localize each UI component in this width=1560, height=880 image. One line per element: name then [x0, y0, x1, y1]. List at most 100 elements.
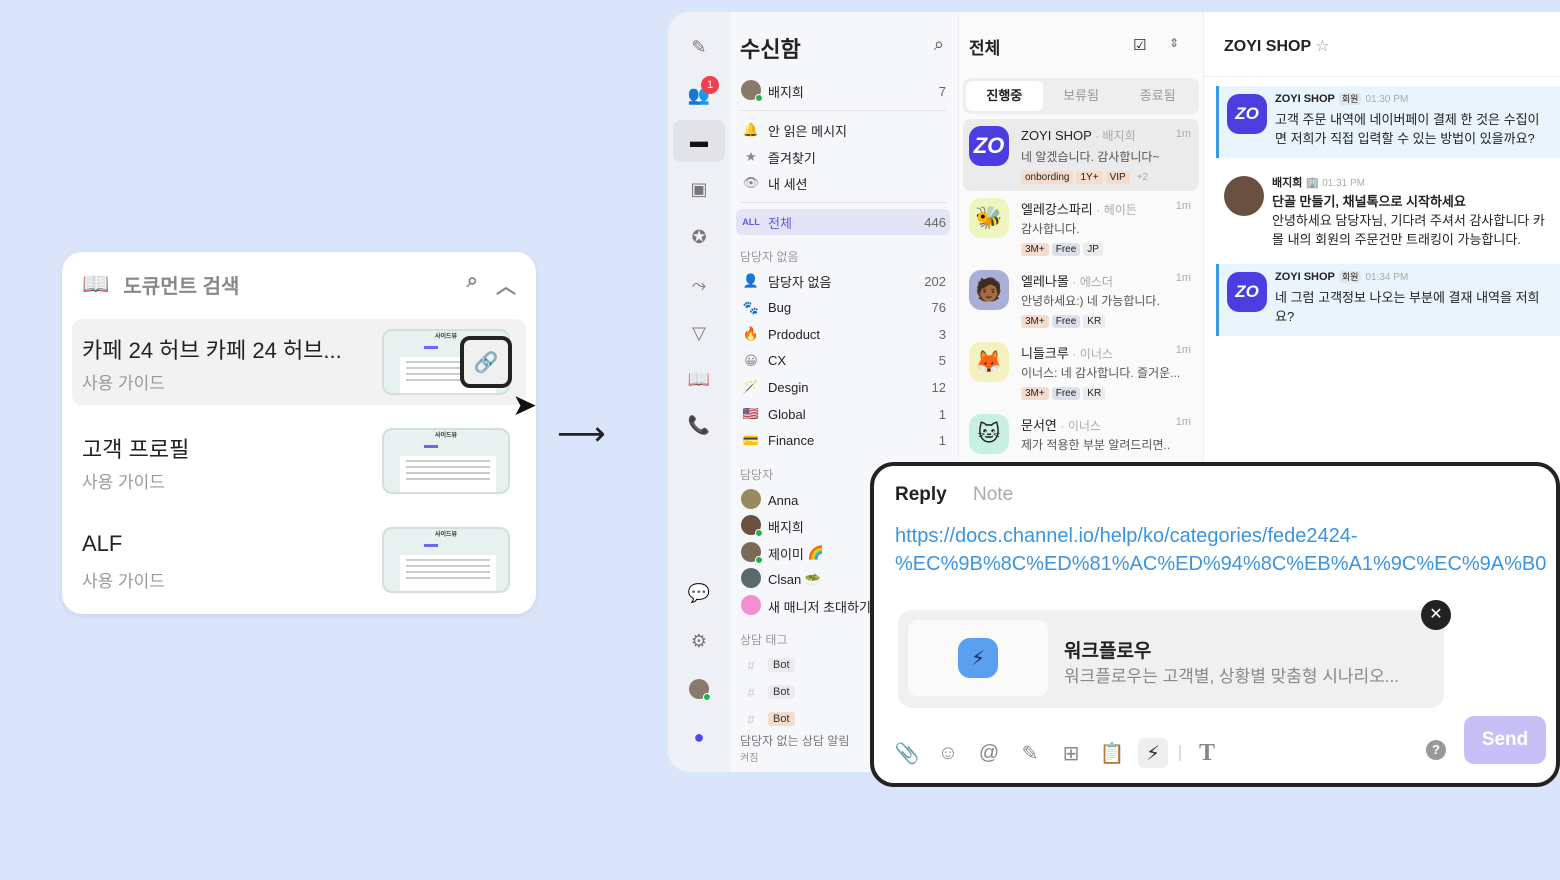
compose-icon[interactable]: ✎ [691, 36, 707, 57]
tag-item[interactable]: #Bot [736, 706, 950, 732]
help-icon[interactable]: ? [1426, 740, 1446, 760]
tag-chip: Free [1051, 243, 1081, 256]
inbox-icon[interactable]: ▬ [673, 120, 725, 162]
lightning-icon[interactable]: ⚡ [1138, 738, 1168, 768]
doc-item[interactable]: 고객 프로필 사용 가이드 사이드뷰 [72, 418, 526, 504]
category-icon: 🐾 [742, 299, 760, 315]
phone-icon[interactable]: 📞 [687, 414, 711, 435]
form-icon[interactable]: ✎ [1021, 742, 1039, 765]
avatar: ZO [1227, 94, 1267, 134]
tag-chip: Free [1051, 315, 1081, 328]
book-icon[interactable]: 📖 [687, 368, 711, 389]
manager-item[interactable]: 새 매니저 초대하기 [736, 593, 950, 619]
attach-icon[interactable]: 📎 [894, 742, 920, 765]
tag-item[interactable]: #Bot [736, 679, 950, 705]
star-icon: ★ [745, 149, 757, 164]
card-title: 워크플로우 [1064, 641, 1152, 662]
checkbox-icon[interactable]: ☑ [1133, 37, 1147, 54]
send-button[interactable]: Send [1464, 716, 1546, 764]
unread-messages-item[interactable]: 🔔안 읽은 메시지 [736, 117, 950, 143]
reply-composer: Reply Note https://docs.channel.io/help/… [870, 462, 1560, 787]
tag-chip: KR [1083, 387, 1106, 400]
avatar [741, 568, 761, 588]
search-icon[interactable]: ⌕ [933, 34, 944, 54]
channel-logo-icon[interactable]: ● [693, 726, 705, 747]
tab-reply[interactable]: Reply [895, 484, 947, 505]
avatar [741, 541, 763, 564]
doc-title: 고객 프로필 [82, 437, 190, 462]
send-icon[interactable]: ▽ [692, 322, 706, 343]
link-preview-card[interactable]: ⚡ 워크플로우 워크플로우는 고객별, 상황별 맞춤형 시나리오... [898, 610, 1444, 708]
tag-chip: onbording [1021, 171, 1074, 184]
badge-icon[interactable]: ✪ [691, 226, 707, 247]
my-sessions-item[interactable]: 👁내 세션 [736, 170, 950, 196]
copy-link-button[interactable]: 🔗 [460, 336, 512, 388]
icon-rail: ✎ 👥1 ▬ ▣ ✪ ⤳ ▽ 📖 📞 💬 ⚙ ● [668, 12, 730, 772]
sort-icon[interactable]: ⇕ [1169, 36, 1180, 50]
doc-subtitle: 사용 가이드 [82, 473, 165, 492]
tab-closed[interactable]: 종료됨 [1139, 88, 1176, 103]
text-format-icon[interactable]: T [1198, 739, 1215, 766]
team-chat-icon[interactable]: 👥1 [673, 74, 725, 116]
mention-icon[interactable]: @ [978, 741, 1000, 764]
clipboard-icon[interactable]: 📋 [1099, 742, 1125, 765]
all-icon: ALL [742, 217, 760, 227]
category-icon: 🇺🇸 [742, 406, 760, 421]
avatar [741, 515, 763, 537]
bell-icon: 🔔 [742, 122, 760, 137]
workflow-icon[interactable]: ⤳ [691, 274, 707, 295]
chat-bubble-icon[interactable]: 💬 [687, 582, 711, 603]
avatar: 🐱 [969, 414, 1009, 454]
gear-icon[interactable]: ⚙ [690, 630, 708, 651]
tag-chip: VIP [1105, 171, 1130, 184]
doc-thumbnail: 사이드뷰 [382, 428, 510, 494]
manager-item[interactable]: 배지희 [736, 514, 950, 540]
avatar[interactable] [673, 668, 725, 710]
manager-item[interactable]: 제이미 🌈 [736, 540, 950, 566]
tag-chip: KR [1083, 315, 1106, 328]
manager-item[interactable]: Clsan 🥗 [736, 567, 950, 593]
manager-item[interactable]: Anna [736, 487, 950, 513]
emoji-icon[interactable]: ☺ [937, 741, 959, 764]
mouse-cursor-icon: ➤ [512, 389, 538, 422]
doc-subtitle: 사용 가이드 [82, 374, 165, 393]
favorites-item[interactable]: ★즐겨찾기 [736, 144, 950, 170]
message-input[interactable]: https://docs.channel.io/help/ko/categori… [895, 525, 1547, 575]
alert-setting-state: 켜짐 [740, 753, 759, 764]
search-icon[interactable]: ⌕ [466, 269, 478, 292]
document-search-panel: 📖 도큐먼트 검색 ⌕︿ 카페 24 허브 카페 24 허브... 사용 가이드… [62, 252, 536, 614]
chevron-up-icon[interactable]: ︿ [496, 275, 516, 298]
tab-snoozed[interactable]: 보류됨 [1063, 88, 1099, 103]
book-icon: 📖 [82, 271, 110, 296]
lightning-icon: ⚡ [958, 638, 998, 678]
doc-item[interactable]: 카페 24 허브 카페 24 허브... 사용 가이드 사이드뷰 🔗 [72, 319, 526, 405]
contacts-icon[interactable]: ▣ [690, 178, 708, 199]
doc-item[interactable]: ALF 사용 가이드 사이드뷰 [72, 517, 526, 603]
tag-item[interactable]: #Bot [736, 652, 950, 678]
tag-chip: JP [1083, 243, 1103, 256]
close-preview-button[interactable]: ✕ [1421, 600, 1451, 630]
star-icon[interactable]: ☆ [1315, 38, 1330, 55]
doc-title: ALF [82, 531, 123, 556]
tag-chip: 3M+ [1021, 315, 1049, 328]
tab-open[interactable]: 진행중 [966, 81, 1043, 111]
inbox-title: 수신함 [740, 37, 801, 62]
avatar: ZO [1227, 272, 1267, 312]
add-app-icon[interactable]: ⊞ [1062, 742, 1080, 765]
tab-note[interactable]: Note [973, 484, 1014, 505]
